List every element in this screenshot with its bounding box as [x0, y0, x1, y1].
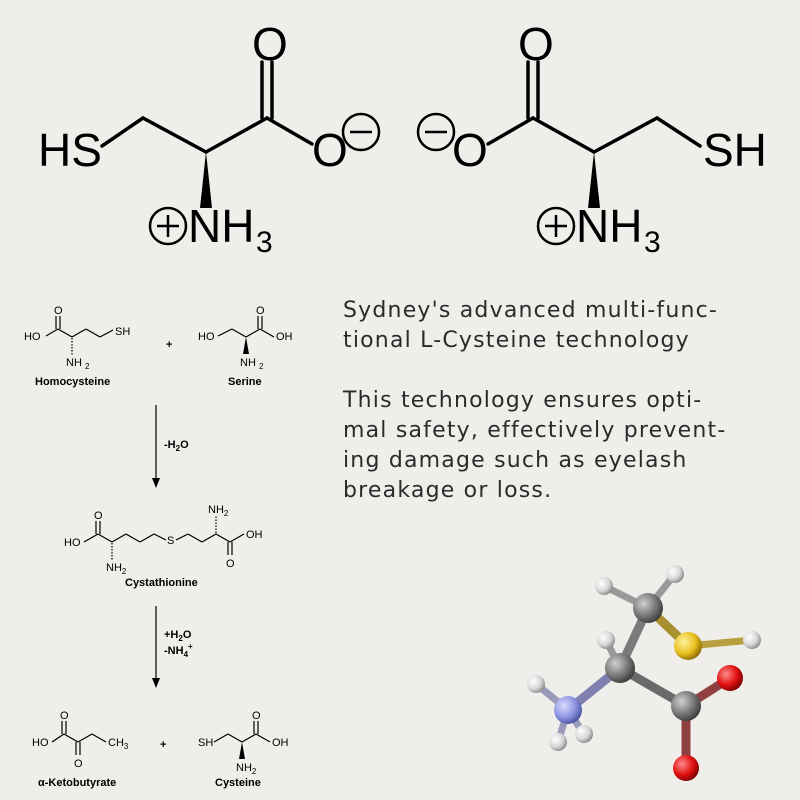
svg-text:O: O: [226, 558, 235, 570]
svg-text:SH: SH: [198, 737, 213, 749]
carboxylate-oxygen-label: O: [452, 124, 488, 176]
svg-text:O: O: [252, 710, 261, 722]
svg-text:NH2: NH2: [208, 504, 229, 518]
wedge-bond: [200, 152, 212, 208]
homocysteine-name: Homocysteine: [35, 376, 110, 388]
homocysteine-structure: HO O SH NH 2 Homocysteine: [24, 305, 130, 388]
svg-text:NH2: NH2: [106, 562, 127, 576]
positive-charge-icon: [148, 206, 188, 246]
cysteine-name: Cysteine: [215, 777, 261, 789]
sh-label: SH: [703, 124, 767, 176]
ketobutyrate-name: α-Ketobutyrate: [38, 777, 116, 789]
hydrogen-atom: [743, 631, 761, 649]
cysteine-3d-model: [527, 565, 761, 781]
plus-sign: +: [160, 739, 166, 751]
ammonium-label: NH: [576, 200, 642, 252]
body-text: This technology ensures opti- mal safety…: [343, 388, 727, 503]
svg-text:HO: HO: [24, 331, 41, 343]
reaction-arrow: [152, 606, 160, 688]
hydrogen-atom: [666, 565, 684, 583]
hydrogen-atom: [595, 577, 613, 595]
svg-text:S: S: [167, 535, 174, 547]
hydrogen-atom: [597, 631, 615, 649]
svg-text:CH3: CH3: [108, 737, 129, 751]
svg-text:NH: NH: [66, 357, 82, 369]
transsulfuration-pathway: HO O SH NH 2 Homocysteine + HO O OH NH 2…: [24, 305, 293, 789]
ammonium-label: NH: [188, 200, 254, 252]
cysteine-structure-left: HS O O NH 3 O O SH NH 3: [38, 18, 767, 259]
svg-text:HO: HO: [198, 331, 215, 343]
ketobutyrate-structure: HO O O CH3 α-Ketobutyrate: [32, 710, 129, 789]
svg-text:OH: OH: [272, 737, 289, 749]
svg-text:O: O: [60, 710, 69, 722]
cystathionine-structure: HO O S NH2 NH2 OH O Cystathionine: [64, 504, 263, 589]
serine-structure: HO O OH NH 2 Serine: [198, 305, 293, 388]
svg-text:NH: NH: [240, 357, 256, 369]
oxygen-atom: [673, 755, 699, 781]
carbonyl-oxygen-label: O: [518, 18, 554, 70]
nitrogen-atom: [554, 696, 582, 724]
negative-charge-icon: [416, 112, 456, 152]
cystathionine-name: Cystathionine: [125, 577, 198, 589]
cysteine-small-structure: SH O OH NH2 Cysteine: [198, 710, 289, 789]
svg-text:O: O: [54, 305, 63, 317]
svg-text:NH2: NH2: [236, 762, 257, 776]
svg-text:O: O: [74, 758, 83, 770]
ammonium-subscript: 3: [644, 226, 661, 259]
carbon-atom: [671, 691, 701, 721]
carbonyl-oxygen-label: O: [252, 18, 288, 70]
carbon-atom: [605, 653, 635, 683]
serine-name: Serine: [228, 376, 262, 388]
svg-text:HO: HO: [64, 537, 81, 549]
positive-charge-icon: [536, 206, 576, 246]
hydrogen-atom: [549, 733, 567, 751]
sulfur-atom: [674, 632, 702, 660]
oxygen-atom: [717, 665, 743, 691]
negative-charge-icon: [341, 112, 381, 152]
reaction-arrow: [152, 405, 160, 488]
svg-text:HO: HO: [32, 737, 49, 749]
svg-text:2: 2: [259, 362, 264, 371]
headline-text: Sydney's advanced multi-func- tional L-C…: [343, 298, 719, 353]
hydrogen-atom: [575, 725, 593, 743]
wedge-bond: [588, 152, 600, 208]
svg-text:OH: OH: [246, 529, 263, 541]
plus-sign: +: [166, 339, 172, 351]
sh-label: HS: [38, 124, 102, 176]
svg-text:SH: SH: [115, 326, 130, 338]
ammonium-subscript: 3: [256, 226, 273, 259]
svg-text:2: 2: [85, 362, 90, 371]
step2-label-line1: +H2O: [164, 629, 192, 643]
svg-text:OH: OH: [276, 331, 293, 343]
carbon-atom: [633, 593, 663, 623]
hydrogen-atom: [527, 675, 545, 693]
step1-label: -H2O: [164, 439, 189, 453]
step2-label-line2: -NH4+: [164, 642, 193, 659]
svg-text:O: O: [256, 305, 265, 317]
svg-text:O: O: [94, 510, 103, 522]
